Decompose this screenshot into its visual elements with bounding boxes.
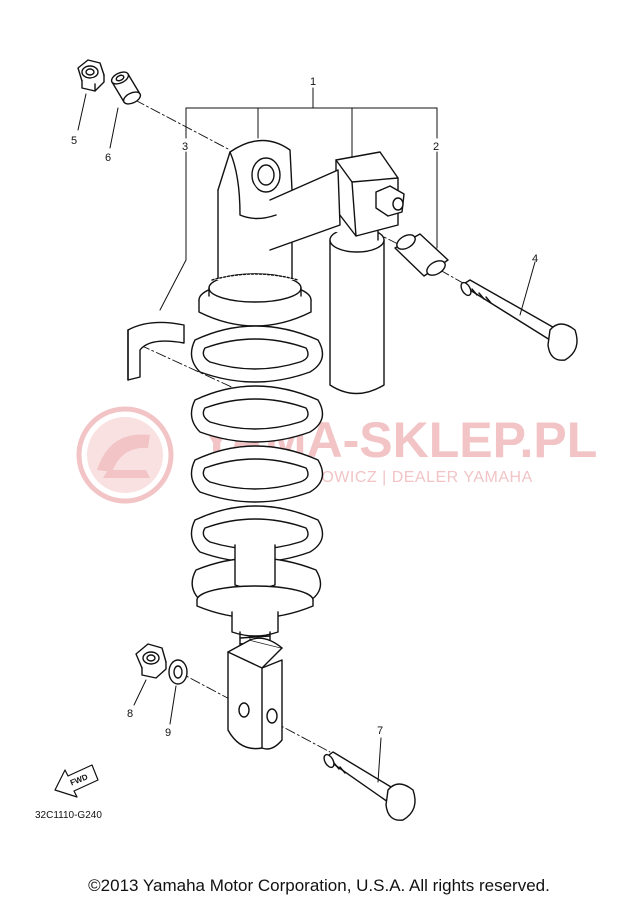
bracket-lines bbox=[159, 87, 438, 311]
shock-lower-clevis bbox=[227, 637, 283, 750]
shock-upper-body bbox=[217, 139, 341, 290]
callout-labels: 1 2 3 4 5 6 7 8 9 bbox=[71, 76, 538, 739]
callout-5: 5 bbox=[71, 135, 77, 147]
watermark: YAMA-SKLEP.PL WOJCIECHOWICZ | DEALER YAM… bbox=[76, 406, 597, 504]
callout-7: 7 bbox=[377, 725, 383, 737]
callout-3: 3 bbox=[182, 141, 188, 153]
part-9-washer bbox=[168, 659, 188, 685]
callout-1: 1 bbox=[310, 76, 316, 88]
part-4-bolt bbox=[460, 279, 578, 361]
part-7-bolt bbox=[323, 751, 416, 821]
part-5-nut bbox=[77, 59, 105, 92]
watermark-logo-icon bbox=[76, 406, 174, 504]
damper-rod bbox=[196, 544, 314, 651]
part-8-nut bbox=[135, 643, 167, 679]
callout-2: 2 bbox=[433, 141, 439, 153]
callout-4: 4 bbox=[532, 253, 538, 265]
callout-8: 8 bbox=[127, 708, 133, 720]
reservoir-nut bbox=[375, 185, 405, 217]
copyright-notice: ©2013 Yamaha Motor Corporation, U.S.A. A… bbox=[88, 876, 550, 895]
fwd-arrow-icon bbox=[54, 764, 99, 798]
callout-leaders bbox=[77, 93, 536, 783]
shock-bracket-clip bbox=[127, 321, 185, 381]
callout-9: 9 bbox=[165, 727, 171, 739]
part-2-collar bbox=[394, 233, 449, 277]
spring-preload-collar bbox=[198, 273, 312, 327]
drawing-code: 32C1110-G240 bbox=[35, 810, 102, 821]
part-6-collar bbox=[110, 71, 142, 105]
coil-spring bbox=[190, 325, 324, 612]
callout-6: 6 bbox=[105, 152, 111, 164]
